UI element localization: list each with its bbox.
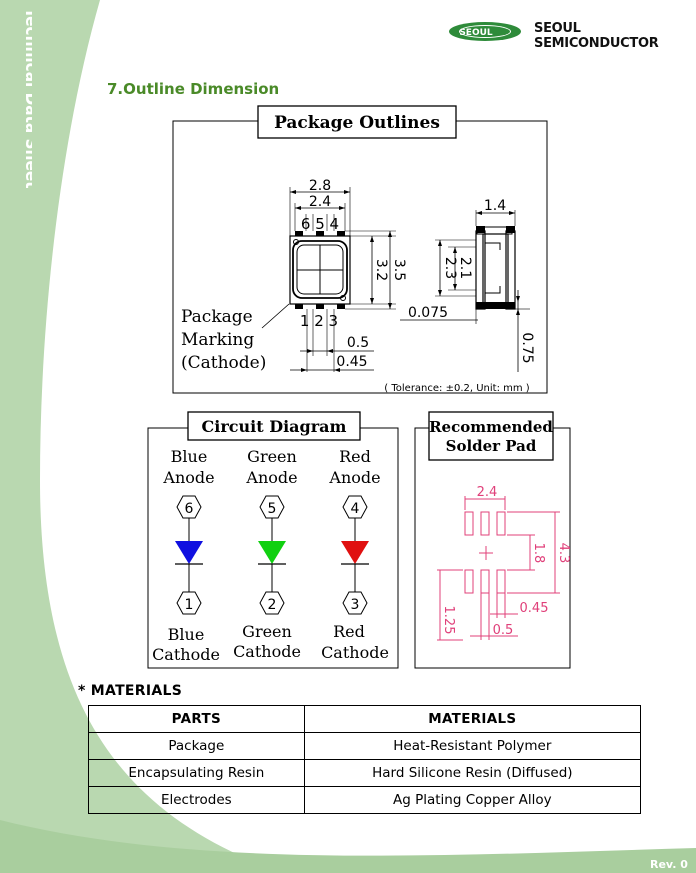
table-row: Encapsulating Resin Hard Silicone Resin … — [88, 759, 642, 787]
svg-text:(Cathode): (Cathode) — [181, 353, 266, 373]
svg-text:Green: Green — [242, 622, 292, 641]
svg-text:SEOUL: SEOUL — [459, 28, 493, 38]
svg-text:Recommended: Recommended — [429, 418, 553, 436]
side-view: 1.4 2.3 2.1 0.075 0.75 — [400, 198, 535, 372]
seoul-logo: SEOUL — [449, 22, 521, 41]
circuit-diagram-panel: Circuit Diagram Blue Anode 6 1 Blue Cath… — [147, 411, 399, 669]
svg-text:Package: Package — [181, 307, 253, 327]
part-cell: Encapsulating Resin — [88, 759, 305, 787]
pin-6-hexagon — [176, 495, 202, 519]
header-materials: MATERIALS — [303, 705, 642, 733]
table-row: Package Heat-Resistant Polymer — [88, 732, 642, 760]
svg-text:0.75: 0.75 — [519, 332, 535, 363]
red-channel: Red Anode 4 3 Red Cathode — [321, 447, 389, 662]
blue-channel: Blue Anode 6 1 Blue Cathode — [152, 447, 220, 664]
svg-text:Blue: Blue — [168, 625, 205, 644]
brand-name: SEOUL SEMICONDUCTOR — [534, 21, 659, 51]
svg-text:Green: Green — [247, 447, 297, 466]
svg-text:6 5 4: 6 5 4 — [301, 215, 339, 233]
green-channel: Green Anode 5 2 Green Cathode — [233, 447, 301, 661]
svg-text:0.5: 0.5 — [493, 623, 514, 638]
pin-3-hexagon — [342, 591, 368, 615]
pin-4-hexagon — [342, 495, 368, 519]
svg-text:Blue: Blue — [171, 447, 208, 466]
svg-text:Solder Pad: Solder Pad — [446, 437, 537, 455]
svg-text:1.8: 1.8 — [531, 543, 546, 564]
svg-text:0.45: 0.45 — [336, 354, 367, 370]
part-cell: Package — [88, 732, 305, 760]
red-led-icon — [341, 541, 369, 564]
svg-text:2.1: 2.1 — [457, 257, 473, 279]
svg-text:2.4: 2.4 — [477, 485, 498, 500]
svg-text:1 2 3: 1 2 3 — [300, 312, 338, 330]
svg-text:0.5: 0.5 — [347, 335, 369, 351]
solder-pad-panel: Recommended Solder Pad — [414, 411, 571, 669]
materials-title: * MATERIALS — [78, 683, 183, 699]
pin-5-hexagon — [259, 495, 285, 519]
svg-text:2: 2 — [268, 597, 277, 613]
svg-text:Marking: Marking — [181, 330, 254, 350]
green-led-icon — [258, 541, 286, 564]
svg-text:0.45: 0.45 — [520, 601, 549, 616]
svg-text:Red: Red — [333, 622, 365, 641]
circuit-diagram-title: Circuit Diagram — [202, 417, 347, 436]
svg-text:6: 6 — [185, 501, 194, 517]
svg-text:2.4: 2.4 — [309, 194, 331, 210]
svg-text:Cathode: Cathode — [152, 645, 220, 664]
svg-text:Anode: Anode — [245, 468, 297, 487]
header-parts: PARTS — [88, 705, 305, 733]
svg-text:2.8: 2.8 — [309, 178, 331, 194]
material-cell: Ag Plating Copper Alloy — [303, 786, 642, 814]
svg-text:Cathode: Cathode — [233, 642, 301, 661]
materials-table: PARTS MATERIALS Package Heat-Resistant P… — [88, 705, 642, 814]
svg-text:4: 4 — [351, 501, 360, 517]
svg-text:Technical Data Sheet: Technical Data Sheet — [21, 8, 32, 189]
package-outlines-title: Package Outlines — [274, 113, 440, 133]
svg-text:1.25: 1.25 — [441, 606, 456, 635]
package-outlines-panel: Package Outlines 2.8 2.4 6 5 4 — [172, 105, 548, 394]
pin-1-hexagon — [176, 591, 202, 615]
svg-text:3.5: 3.5 — [391, 259, 407, 281]
revision-label: Rev. 0 — [650, 858, 688, 871]
svg-text:3: 3 — [351, 597, 360, 613]
svg-text:3.2: 3.2 — [373, 259, 389, 281]
tolerance-note: ( Tolerance: ±0.2, Unit: mm ) — [384, 383, 530, 394]
svg-text:1: 1 — [185, 597, 194, 613]
svg-text:2.3: 2.3 — [442, 257, 458, 279]
svg-text:Red: Red — [339, 447, 371, 466]
side-title: Technical Data Sheet — [21, 8, 32, 189]
table-header-row: PARTS MATERIALS — [88, 705, 642, 733]
blue-led-icon — [175, 541, 203, 564]
section-title: 7.Outline Dimension — [107, 80, 280, 98]
material-cell: Hard Silicone Resin (Diffused) — [303, 759, 642, 787]
svg-text:Anode: Anode — [328, 468, 380, 487]
table-row: Electrodes Ag Plating Copper Alloy — [88, 786, 642, 814]
svg-text:Anode: Anode — [162, 468, 214, 487]
svg-text:0.075: 0.075 — [408, 305, 448, 321]
pin-2-hexagon — [259, 591, 285, 615]
svg-text:4.3: 4.3 — [556, 543, 571, 564]
svg-text:5: 5 — [268, 501, 277, 517]
part-cell: Electrodes — [88, 786, 305, 814]
material-cell: Heat-Resistant Polymer — [303, 732, 642, 760]
svg-text:Cathode: Cathode — [321, 643, 389, 662]
svg-text:1.4: 1.4 — [484, 198, 506, 214]
